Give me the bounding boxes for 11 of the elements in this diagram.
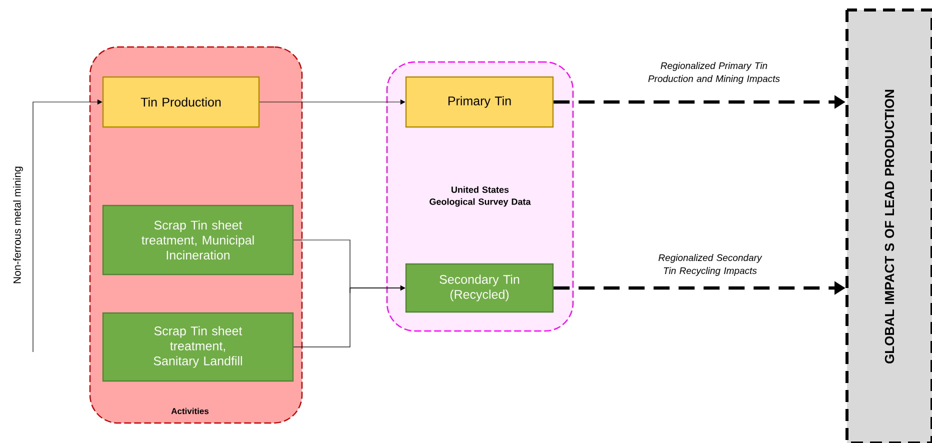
process-box: Secondary Tin (Recycled) bbox=[405, 263, 554, 313]
edge-label: Regionalized Primary Tin Production and Mining Impacts bbox=[648, 62, 780, 84]
arrow bbox=[32, 99, 102, 352]
process-box: Scrap Tin sheet treatment, Sanitary Landfill bbox=[102, 312, 294, 382]
process-box: Scrap Tin sheet treatment, Municipal Incineration bbox=[102, 204, 294, 276]
input-label: Non-ferrous metal mining bbox=[13, 166, 23, 284]
process-box: Tin Production bbox=[102, 76, 260, 128]
process-box: Primary Tin bbox=[405, 76, 554, 128]
impact-band: GLOBAL IMPACT S OF LEAD PRODUCTION bbox=[846, 8, 932, 443]
edge-label: Regionalized Secondary Tin Recycling Impacts bbox=[658, 254, 762, 276]
arrow bbox=[293, 285, 406, 348]
